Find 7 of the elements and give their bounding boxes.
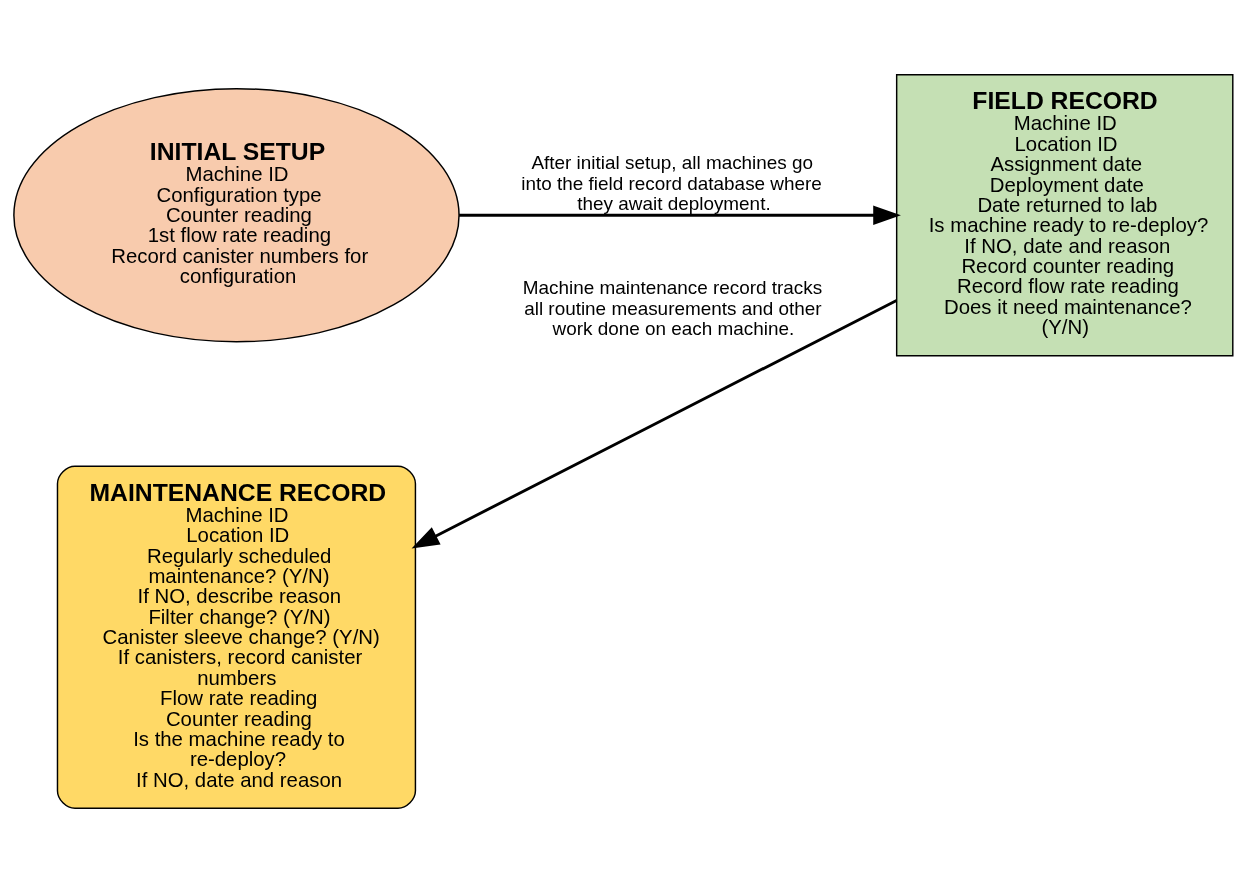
edge-label: After initial setup, all machines go into the field record database where they await deployment. [521, 151, 822, 214]
edge-label: Machine maintenance record tracks all routine measurements and other work done on each machine. [522, 276, 823, 339]
arrow [411, 298, 898, 548]
node-box: MAINTENANCE RECORD Machine ID Location ID Regularly scheduled maintenance? (Y/N) If NO, describe reason Filter change? (Y/N) Canister sleeve change? (Y/N) If canisters, record canister numbers Flow rate reading Counter reading Is the machine ready to re-deploy? If NO, date and reason [56, 465, 417, 809]
node-box: FIELD RECORD Machine ID Location ID Assignment date Deployment date Date returned to lab Is machine ready to re-deploy? If NO, date and reason Record counter reading Record flow rate reading Does it need maintenance? (Y/N) [895, 73, 1234, 356]
node-ellipse: INITIAL SETUP Machine ID Configuration type Counter reading 1st flow rate reading Record canister numbers for configuration [13, 87, 460, 342]
arrow [459, 205, 901, 225]
